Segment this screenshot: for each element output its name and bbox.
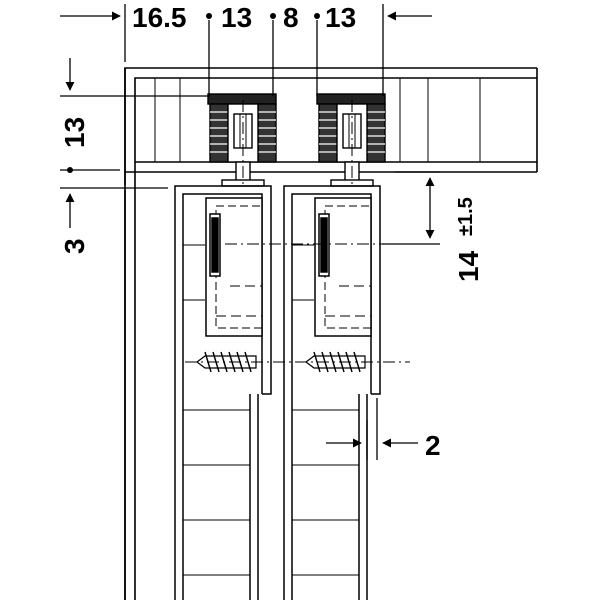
dim-right-lower: 2 xyxy=(425,430,441,461)
screw-left xyxy=(196,351,257,373)
door-panel-left xyxy=(174,185,272,600)
dim-left-upper: 13 xyxy=(59,117,90,148)
door-panel-right xyxy=(283,185,381,600)
dim-top-2: 13 xyxy=(221,2,252,33)
dimension-dots xyxy=(67,13,320,173)
dim-top-3: 8 xyxy=(283,2,299,33)
dim-top-1: 16.5 xyxy=(132,2,187,33)
dimension-lines xyxy=(60,4,440,460)
dim-right-tolerance: ±1.5 xyxy=(455,197,477,236)
dim-right-main: 14 xyxy=(453,250,484,282)
dim-top-4: 13 xyxy=(325,2,356,33)
dim-left-lower: 3 xyxy=(59,238,90,254)
screw-right xyxy=(305,351,366,373)
